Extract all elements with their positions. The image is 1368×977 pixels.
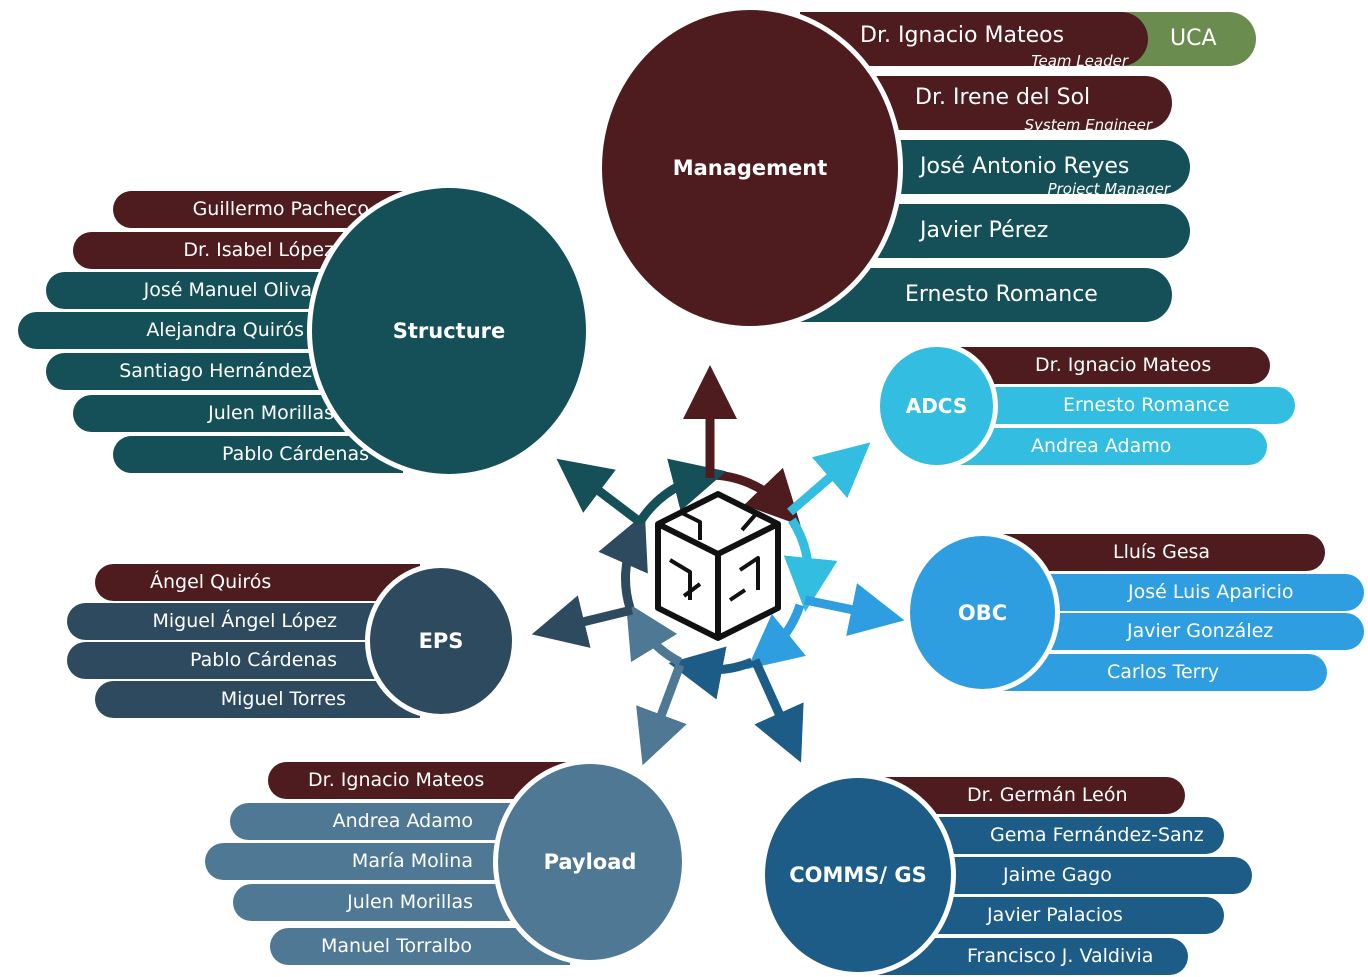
adcs-member: Andrea Adamo xyxy=(940,428,1267,465)
ring-arc-adcs xyxy=(783,517,838,612)
comms-member: Gema Fernández-Sanz xyxy=(900,817,1224,854)
arrow-structure xyxy=(556,458,643,526)
ring-arc-payload xyxy=(625,601,683,667)
comms-member: Dr. Germán León xyxy=(870,777,1185,814)
member-name: Dr. Ignacio Mateos xyxy=(860,23,1065,48)
member-name: Dr. Irene del Sol xyxy=(915,85,1091,110)
ring-arc-comms xyxy=(668,646,754,700)
adcs-node: ADCS xyxy=(875,342,998,470)
eps-member: Miguel Ángel López xyxy=(67,603,387,640)
payload-member: Andrea Adamo xyxy=(230,803,520,840)
ring-arc-structure xyxy=(636,458,727,525)
ring-arc-obc xyxy=(747,603,806,670)
management-node: Management xyxy=(597,5,903,331)
member-role: Project Manager xyxy=(1047,180,1170,198)
adcs-member: Ernesto Romance xyxy=(960,387,1295,424)
payload-node: Payload xyxy=(493,759,687,965)
obc-member: José Luis Aparicio xyxy=(1020,574,1364,611)
structure-member: Santiago Hernández xyxy=(46,353,346,390)
member-name: José Antonio Reyes xyxy=(920,154,1130,179)
member-role: Team Leader xyxy=(1031,52,1128,70)
obc-member: Lluís Gesa xyxy=(990,534,1325,571)
payload-member: Manuel Torralbo xyxy=(270,928,570,965)
ring-arc-eps xyxy=(598,513,648,610)
structure-member: Dr. Isabel López xyxy=(73,232,368,269)
obc-node: OBC xyxy=(905,531,1060,694)
eps-member: Miguel Torres xyxy=(95,681,420,718)
comms-node: COMMS/ GS xyxy=(760,773,956,977)
obc-member: Carlos Terry xyxy=(990,654,1327,691)
arrow-adcs xyxy=(787,442,871,516)
comms-member: Javier Palacios xyxy=(900,897,1224,934)
eps-node: EPS xyxy=(365,563,517,719)
management-member: Ernesto Romance xyxy=(800,268,1172,322)
eps-member: Ángel Quirós xyxy=(95,564,420,601)
structure-member: Julen Morillas xyxy=(73,395,368,432)
circuit-cube-icon xyxy=(655,491,781,641)
arrow-obc xyxy=(804,583,905,637)
eps-member: Pablo Cárdenas xyxy=(67,642,387,679)
structure-member: Alejandra Quirós xyxy=(18,312,338,349)
arrow-eps xyxy=(531,595,634,648)
member-role: System Engineer xyxy=(1024,116,1152,134)
structure-member: José Manuel Oliva xyxy=(46,272,346,309)
structure-node: Structure xyxy=(307,183,591,479)
obc-member: Javier González xyxy=(1020,613,1364,650)
comms-member: Francisco J. Valdivia xyxy=(870,938,1188,975)
payload-member: Dr. Ignacio Mateos xyxy=(268,762,568,799)
adcs-member: Dr. Ignacio Mateos xyxy=(940,347,1270,384)
comms-member: Jaime Gago xyxy=(900,857,1252,894)
payload-member: Julen Morillas xyxy=(233,884,520,921)
arrow-comms xyxy=(750,658,804,763)
payload-member: María Molina xyxy=(205,843,515,880)
arrow-payload xyxy=(636,663,687,766)
